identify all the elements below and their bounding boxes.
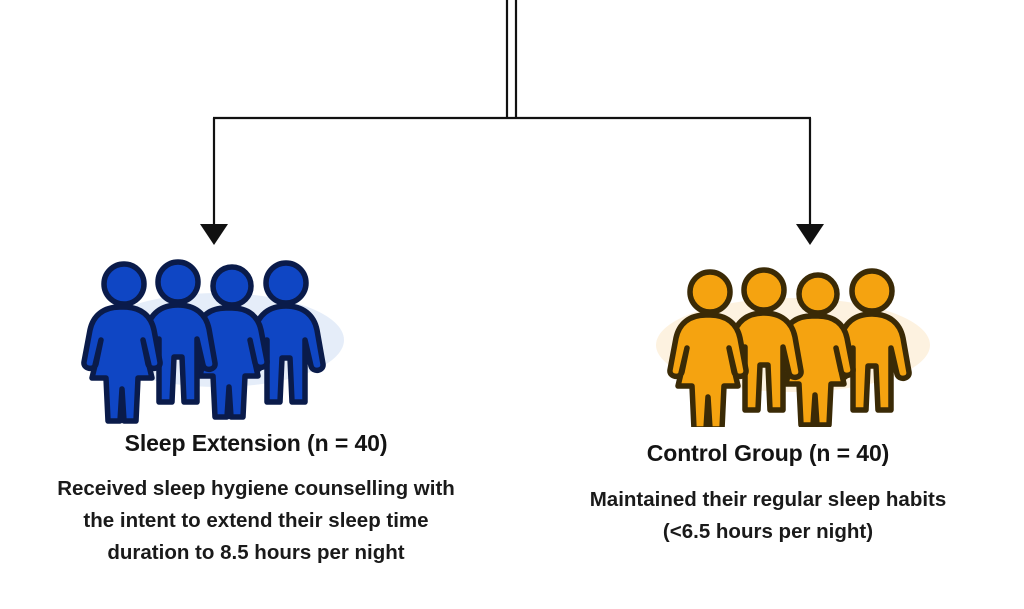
group-title-sleep-extension: Sleep Extension (n = 40): [124, 430, 388, 456]
person-icon-1: [81, 261, 163, 424]
caption-sleep-extension: Sleep Extension (n = 40) Received sleep …: [0, 430, 512, 569]
people-group-intervention: [0, 252, 512, 427]
arrowhead-right-icon: [796, 224, 824, 245]
caption-control: Control Group (n = 40) Maintained their …: [512, 440, 1024, 548]
people-group-icon: [656, 267, 930, 427]
group-description-sleep-extension: Received sleep hygiene counselling with …: [57, 477, 455, 564]
people-group-icon: [81, 259, 344, 424]
person-icon-1: [667, 269, 749, 427]
group-description-control: Maintained their regular sleep habits (<…: [589, 488, 947, 543]
people-group-control: [512, 252, 1024, 427]
person-icon-4: [246, 260, 326, 405]
group-title-control: Control Group (n = 40): [646, 440, 890, 466]
group-control: Control Group (n = 40) Maintained their …: [512, 252, 1024, 609]
group-sleep-extension: Sleep Extension (n = 40) Received sleep …: [0, 252, 512, 609]
arrowhead-left-icon: [200, 224, 228, 245]
